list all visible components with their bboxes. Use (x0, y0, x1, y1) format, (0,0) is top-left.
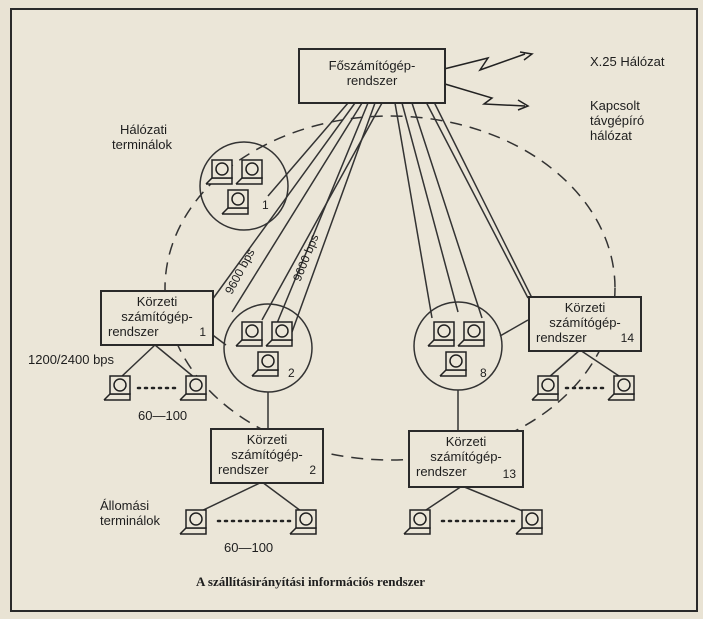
main-computer-system: Főszámítógép- rendszer (298, 48, 446, 104)
terminal-icon (265, 321, 293, 347)
r13-line2: számítógép- (430, 449, 502, 464)
station-terminals-line1: Állomási (100, 498, 150, 513)
trunk-lines (211, 97, 539, 333)
terminals (103, 159, 635, 535)
terminal-icon (235, 321, 263, 347)
terminal-icon (221, 189, 249, 215)
terminal-icon (235, 159, 263, 185)
regional-system-1: Körzeti számítógép- rendszer 1 (100, 290, 214, 346)
cluster-circle-1 (199, 141, 289, 231)
diagram-caption: A szállításirányítási információs rendsz… (196, 574, 426, 589)
cluster-1-number: 1 (262, 198, 269, 212)
r14-line1: Körzeti (564, 300, 606, 315)
terminal-links (119, 344, 623, 515)
r1-line1: Körzeti (136, 294, 178, 309)
terminal-icon (427, 321, 455, 347)
r13-number: 13 (502, 467, 516, 481)
terminal-icon (607, 375, 635, 401)
main-system-line2: rendszer (346, 73, 398, 88)
telex-line3: hálózat (590, 128, 632, 143)
terminal-icon (179, 375, 207, 401)
r1-line3: rendszer (108, 324, 159, 339)
r2-number: 2 (309, 463, 316, 477)
cluster-2-number: 2 (288, 366, 295, 380)
terminal-icon (515, 509, 543, 535)
cluster-8-number: 8 (480, 366, 487, 380)
local-speed-label: 1200/2400 bps (28, 352, 115, 367)
r2-line3: rendszer (218, 462, 269, 477)
terminal-icon (403, 509, 431, 535)
r1-number: 1 (199, 325, 206, 339)
regional-system-13: Körzeti számítógép- rendszer 13 (408, 430, 524, 488)
main-system-line1: Főszámítógép- (328, 58, 416, 73)
regional-system-2: Körzeti számítógép- rendszer 2 (210, 428, 324, 484)
r14-line3: rendszer (536, 330, 587, 345)
regional-system-14: Körzeti számítógép- rendszer 14 (528, 296, 642, 352)
telex-line1: Kapcsolt (590, 98, 640, 113)
terminal-icon (531, 375, 559, 401)
link-bolts (439, 51, 534, 111)
terminal-icon (457, 321, 485, 347)
r14-line2: számítógép- (549, 315, 621, 330)
terminal-icon (179, 509, 207, 535)
r14-number: 14 (620, 331, 634, 345)
terminal-icon (103, 375, 131, 401)
terminal-icon (251, 351, 279, 377)
r2-line2: számítógép- (231, 447, 303, 462)
telex-line2: távgépíró (590, 113, 645, 128)
network-terminals-line2: terminálok (112, 137, 172, 152)
r13-line3: rendszer (416, 464, 467, 479)
r1-line2: számítógép- (121, 309, 193, 324)
terminal-icon (439, 351, 467, 377)
r2-line1: Körzeti (246, 432, 288, 447)
network-ring (164, 115, 616, 461)
station-terminals-line2: terminálok (100, 513, 160, 528)
network-terminals-line1: Hálózati (120, 122, 167, 137)
r13-line1: Körzeti (445, 434, 487, 449)
terminal-icon (205, 159, 233, 185)
terminal-range-2: 60—100 (224, 540, 274, 555)
terminal-range-1: 60—100 (138, 408, 188, 423)
x25-network-label: X.25 Hálózat (590, 54, 665, 69)
terminal-dots (136, 386, 610, 523)
cluster-circle-2 (223, 303, 313, 393)
terminal-icon (289, 509, 317, 535)
